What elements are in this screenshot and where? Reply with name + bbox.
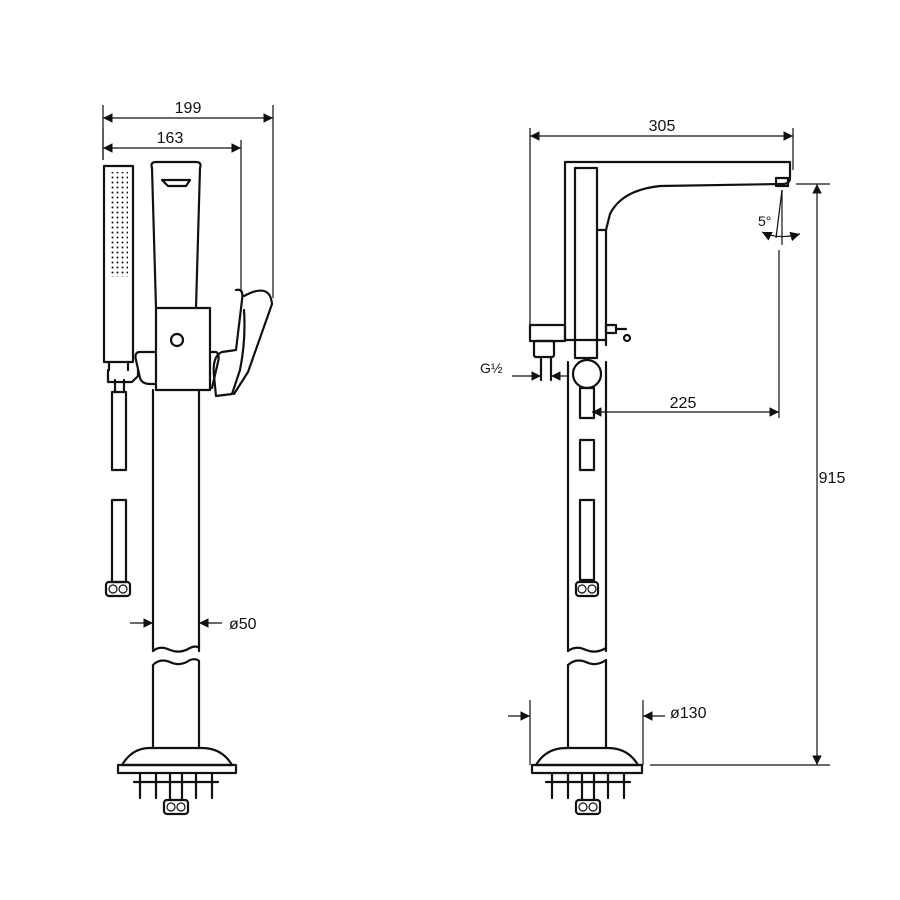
floor-base (116, 746, 238, 816)
left-view: 199 163 (102, 100, 274, 816)
dimension-total-height: 915 (650, 183, 846, 766)
dim-label-915: 915 (819, 470, 846, 487)
dimension-spout-length: 305 (529, 118, 794, 330)
dimension-body-width: 163 (102, 128, 242, 292)
hand-shower-holder (106, 368, 140, 394)
right-view: 305 5° (480, 118, 846, 816)
dim-label-163: 163 (157, 130, 184, 147)
hand-shower-head (102, 164, 135, 372)
dimension-outlet-offset: 225 (592, 250, 780, 418)
mixer-column-upper (151, 388, 201, 653)
mixer-column-side-lower (566, 658, 608, 750)
svg-text:G½: G½ (480, 360, 503, 376)
mixer-column-lower (151, 658, 201, 750)
dim-label-225: 225 (670, 395, 697, 412)
dimension-pipe-diameter: ø50 (130, 616, 257, 633)
floor-base-side (530, 746, 644, 816)
dim-label-305: 305 (649, 118, 676, 135)
dim-label-diameter-130: ø130 (670, 705, 707, 722)
mixer-body-side (563, 166, 632, 360)
mixer-column-side (566, 358, 608, 653)
dim-label-angle-5: 5° (758, 213, 771, 229)
dimension-inlet-thread: G½ (480, 360, 568, 381)
dimension-base-diameter: ø130 (508, 700, 707, 765)
spout (563, 160, 792, 342)
dim-label-diameter-50: ø50 (229, 616, 257, 633)
mixer-body (134, 160, 220, 392)
dim-label-199: 199 (175, 100, 202, 117)
dim-label-thread-g: G (480, 360, 491, 376)
inlet-connector (528, 323, 567, 382)
dim-label-thread-fraction: ½ (491, 360, 503, 376)
shower-hose (104, 390, 132, 598)
mixer-handle (212, 288, 274, 398)
dimension-overall-width: 199 (102, 100, 274, 298)
dimension-spout-angle: 5° (758, 189, 801, 245)
